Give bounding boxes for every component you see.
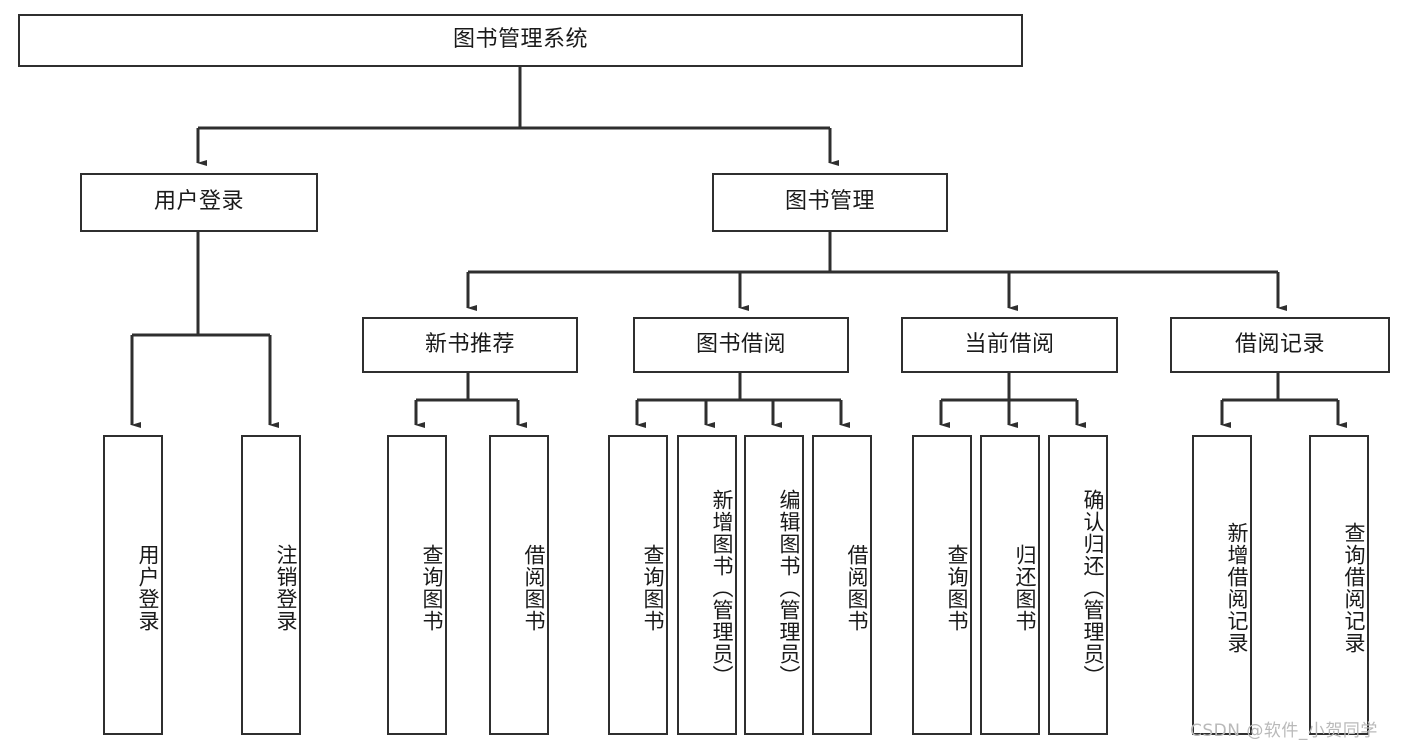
edges-book-borrow-to-leaves xyxy=(635,373,850,428)
leaf-book-borrow-edit-book-admin[interactable]: 编辑图书（管理员） xyxy=(744,435,804,735)
node-label: 查询图书 xyxy=(420,544,444,632)
node-label: 图书借阅 xyxy=(695,331,786,357)
leaf-new-book-query-book[interactable]: 查询图书 xyxy=(387,435,447,735)
leaf-borrow-record-add-record[interactable]: 新增借阅记录 xyxy=(1192,435,1252,735)
edges-book-manage-to-level3 xyxy=(466,232,1287,311)
leaf-current-borrow-confirm-return-admin[interactable]: 确认归还（管理员） xyxy=(1048,435,1108,735)
node-current-borrow[interactable]: 当前借阅 xyxy=(901,317,1118,373)
node-label: 新书推荐 xyxy=(424,331,515,357)
leaf-user-login-signout[interactable]: 注销登录 xyxy=(241,435,301,735)
leaf-current-borrow-return-book[interactable]: 归还图书 xyxy=(980,435,1040,735)
node-label: 图书管理系统 xyxy=(452,27,588,53)
leaf-user-login-signin[interactable]: 用户登录 xyxy=(103,435,163,735)
node-label: 用户登录 xyxy=(136,544,160,632)
node-label: 图书管理 xyxy=(784,189,875,215)
edges-borrow-record-to-leaves xyxy=(1220,373,1347,428)
node-label: 查询图书 xyxy=(641,544,665,632)
node-label: 借阅记录 xyxy=(1234,331,1325,357)
leaf-book-borrow-query-book[interactable]: 查询图书 xyxy=(608,435,668,735)
node-label: 当前借阅 xyxy=(964,331,1055,357)
node-new-book-recommend[interactable]: 新书推荐 xyxy=(362,317,578,373)
node-label: 用户登录 xyxy=(153,189,244,215)
node-user-login[interactable]: 用户登录 xyxy=(80,173,318,232)
edges-user-login-to-leaves xyxy=(130,232,279,428)
node-label: 注销登录 xyxy=(274,544,298,632)
leaf-borrow-record-query-record[interactable]: 查询借阅记录 xyxy=(1309,435,1369,735)
edges-root-to-level2 xyxy=(196,67,839,166)
node-label: 新增借阅记录 xyxy=(1225,522,1249,654)
node-label: 确认归还（管理员） xyxy=(1081,489,1105,687)
node-label: 归还图书 xyxy=(1013,544,1037,632)
node-label: 新增图书（管理员） xyxy=(710,489,734,687)
node-book-management[interactable]: 图书管理 xyxy=(712,173,948,232)
edges-new-book-to-leaves xyxy=(414,373,527,428)
node-label: 借阅图书 xyxy=(522,544,546,632)
node-label: 编辑图书（管理员） xyxy=(777,489,801,687)
leaf-book-borrow-add-book-admin[interactable]: 新增图书（管理员） xyxy=(677,435,737,735)
csdn-watermark: CSDN @软件_小贺同学 xyxy=(1190,721,1378,741)
node-label: 查询图书 xyxy=(945,544,969,632)
node-book-borrow[interactable]: 图书借阅 xyxy=(633,317,849,373)
node-root-book-management-system[interactable]: 图书管理系统 xyxy=(18,14,1023,67)
leaf-new-book-borrow-book[interactable]: 借阅图书 xyxy=(489,435,549,735)
node-label: 借阅图书 xyxy=(845,544,869,632)
leaf-current-borrow-query-book[interactable]: 查询图书 xyxy=(912,435,972,735)
node-borrow-record[interactable]: 借阅记录 xyxy=(1170,317,1390,373)
leaf-book-borrow-borrow-book[interactable]: 借阅图书 xyxy=(812,435,872,735)
edges-current-borrow-to-leaves xyxy=(939,373,1086,428)
node-label: 查询借阅记录 xyxy=(1342,522,1366,654)
